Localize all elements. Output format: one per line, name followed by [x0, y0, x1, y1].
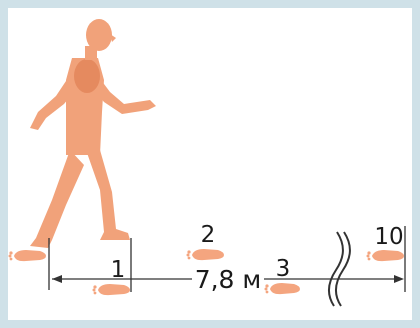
footprint-start: [9, 250, 47, 261]
step-label-1: 1: [111, 257, 126, 283]
footprint-1: [93, 284, 131, 295]
footprint-3: [265, 283, 301, 294]
footprint-10: [367, 250, 405, 261]
footprint-2: [187, 249, 225, 260]
step-label-2: 2: [201, 222, 216, 248]
break-symbol: [329, 232, 350, 306]
step-label-10: 10: [374, 224, 403, 250]
step-label-3: 3: [276, 256, 291, 282]
distance-label: 7,8 м: [195, 265, 262, 294]
walking-person: [30, 19, 156, 248]
